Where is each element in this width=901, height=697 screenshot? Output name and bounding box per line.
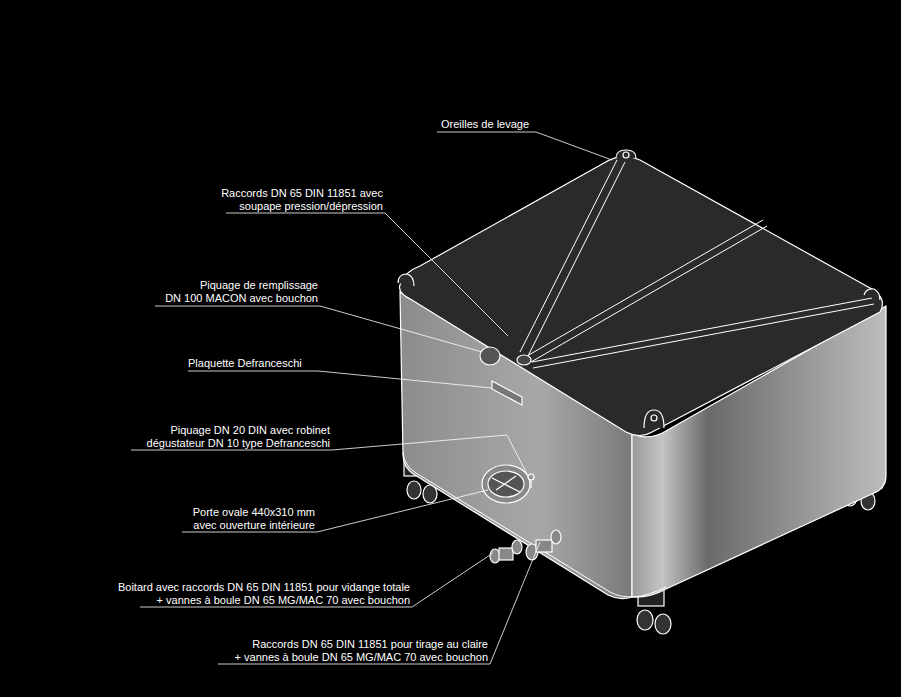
callout-label: Raccords DN 65 DIN 11851 avec soupape pr… bbox=[218, 187, 383, 213]
wrap-spacer bbox=[231, 638, 250, 650]
callout-label: Piquage DN 20 DIN avec robinet dégustate… bbox=[143, 424, 330, 450]
wrap-spacer bbox=[114, 581, 115, 593]
callout-label: Oreilles de levage bbox=[441, 118, 529, 131]
wrap-spacer bbox=[218, 187, 219, 199]
wrap-spacer bbox=[189, 506, 190, 518]
callout-label: Porte ovale 440x310 mm avec ouverture in… bbox=[189, 506, 315, 532]
callout-label: Raccords DN 65 DIN 11851 pour tirage au … bbox=[231, 638, 488, 664]
wrap-spacer bbox=[162, 279, 197, 291]
callout-label: Plaquette Defranceschi bbox=[188, 357, 302, 370]
callout-label: Boitard avec raccords DN 65 DIN 11851 po… bbox=[114, 581, 410, 607]
tank-body bbox=[398, 150, 886, 634]
wrap-spacer bbox=[143, 424, 168, 436]
callout-label: Piquage de remplissage DN 100 MACON avec… bbox=[162, 279, 318, 305]
